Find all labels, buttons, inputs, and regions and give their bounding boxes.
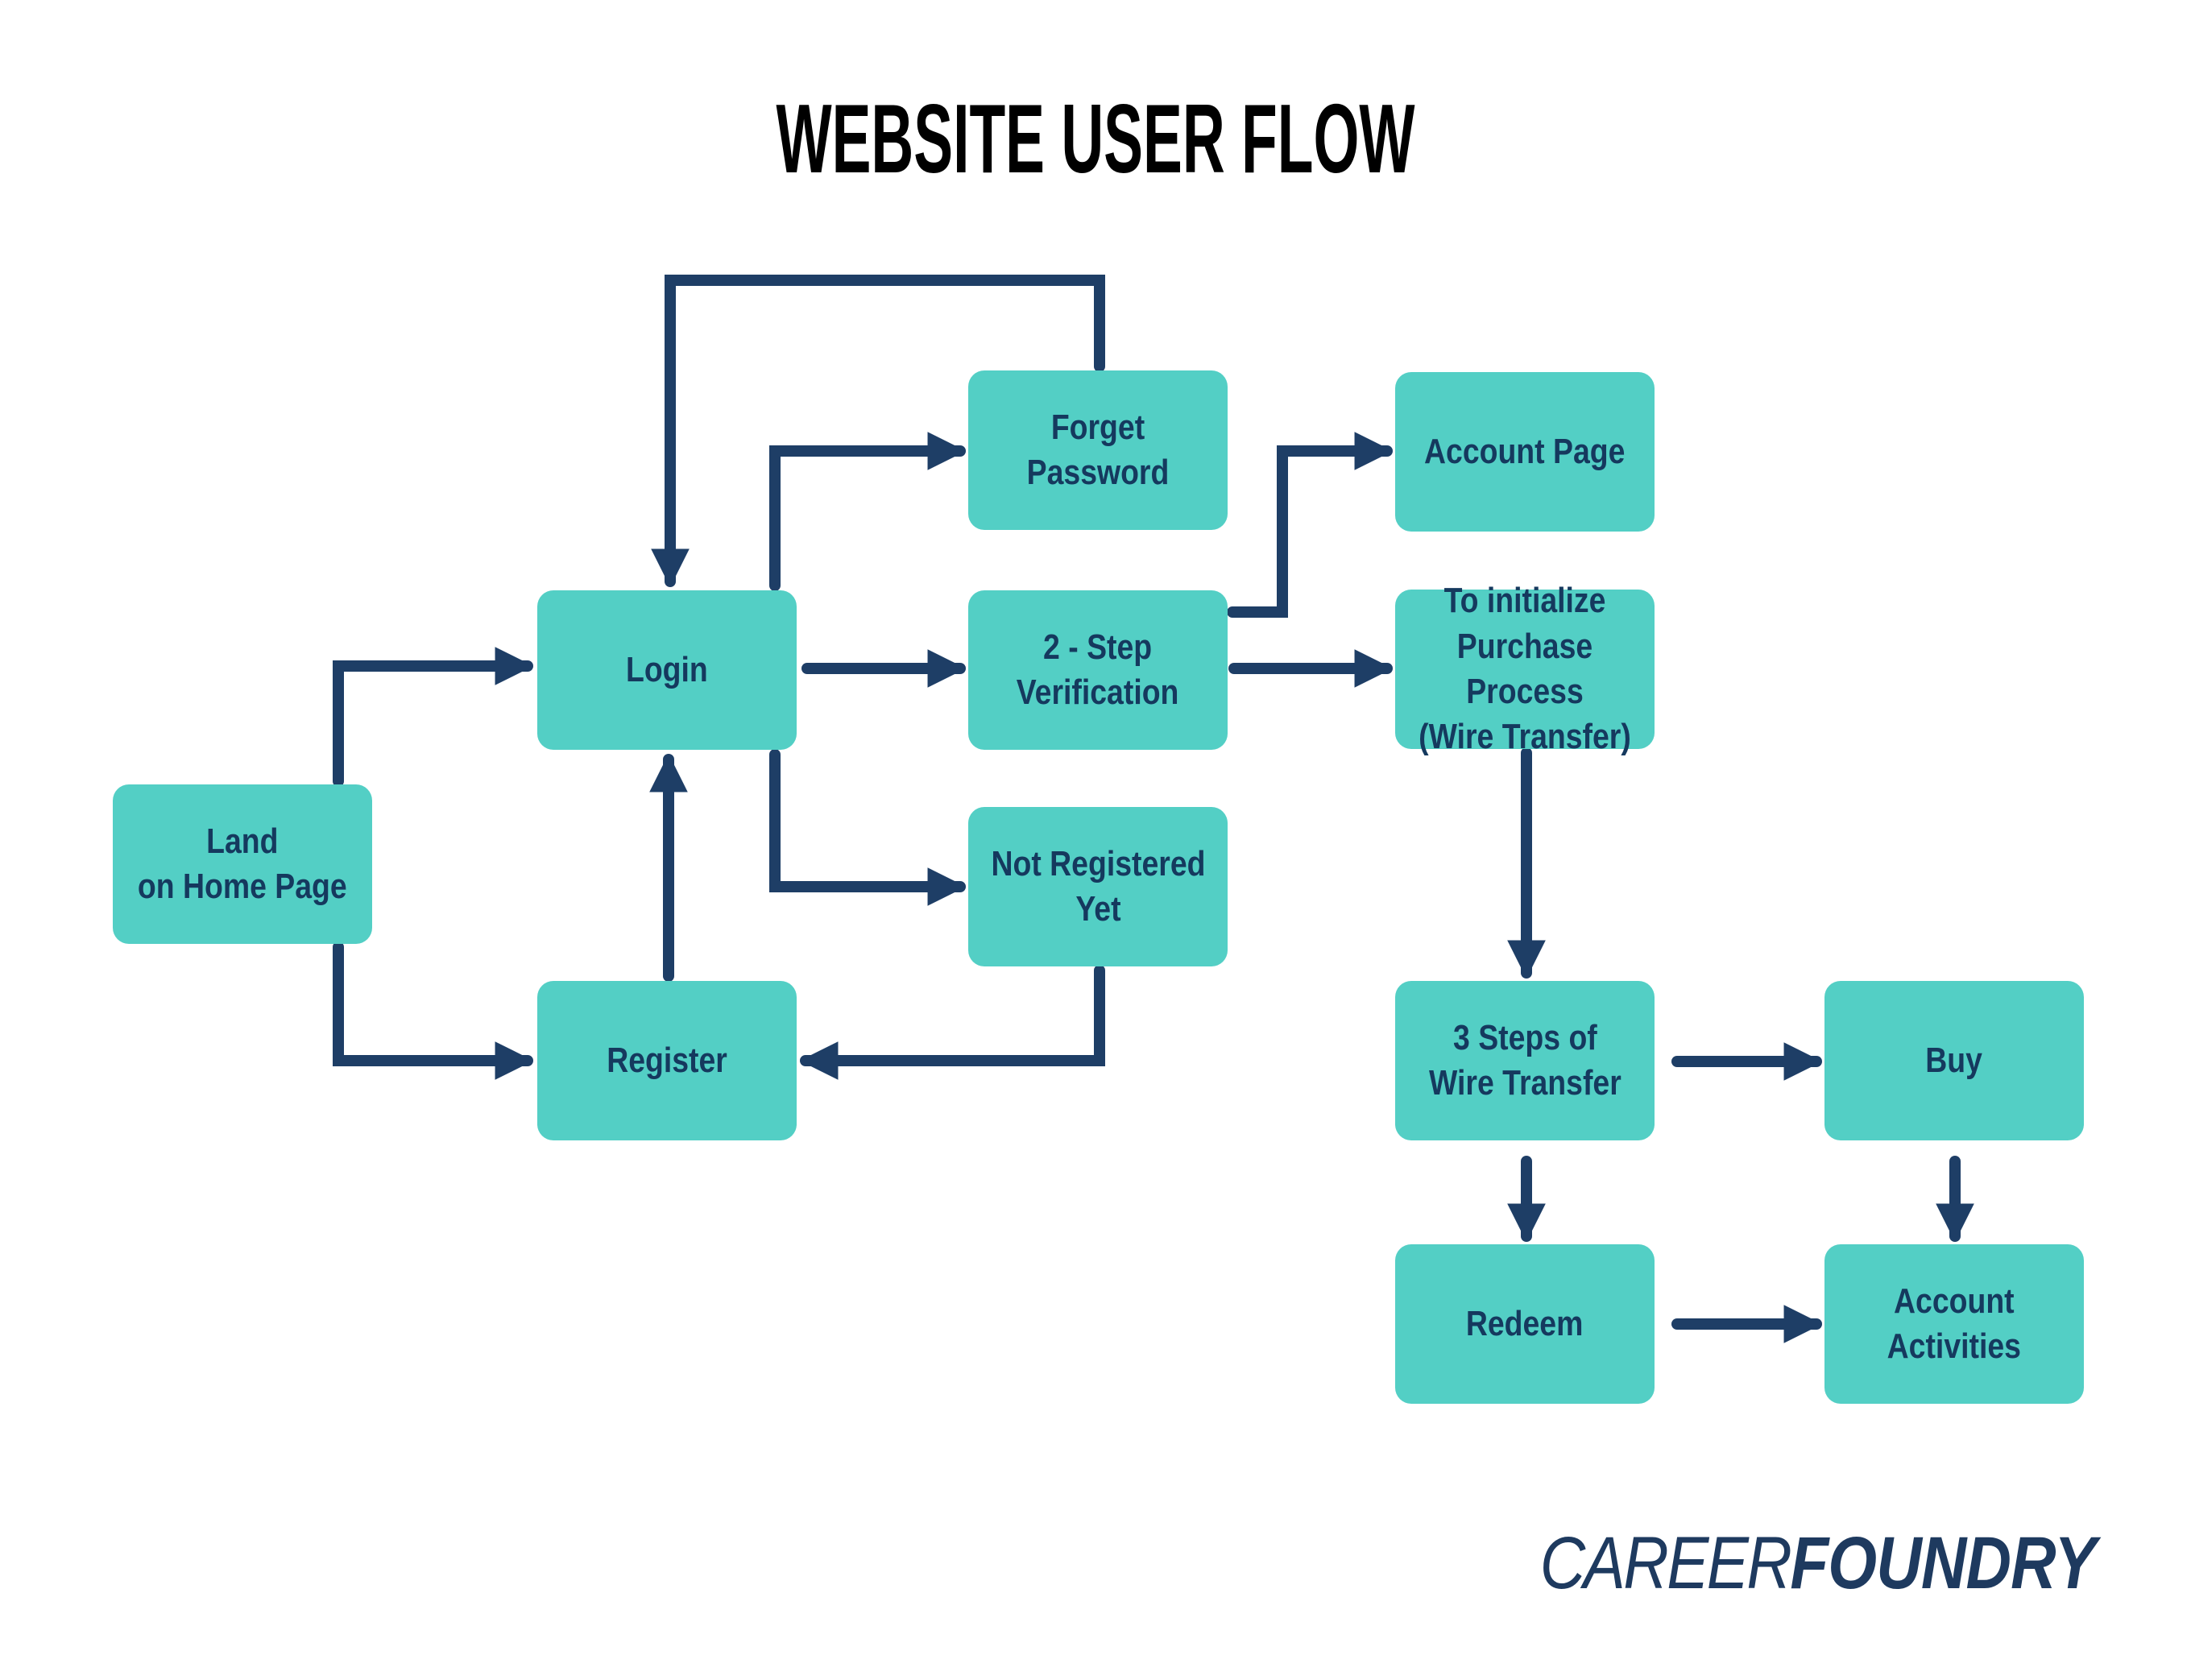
logo-foundry-text: FOUNDRY	[1790, 1522, 2097, 1604]
node-label-register: Register	[607, 1040, 727, 1080]
node-land-on-home-page: Land on Home Page	[113, 784, 372, 944]
careerfoundry-logo: CAREERFOUNDRY	[1540, 1526, 2097, 1600]
edge-forget-password-to-login	[651, 275, 1105, 588]
node-label-forget-password: Forget Password	[1026, 407, 1170, 492]
edge-not-registered-yet-to-register	[799, 965, 1105, 1080]
edge-two-step-verification-to-account-page	[1227, 432, 1394, 618]
edge-land-on-home-page-to-login	[333, 647, 534, 787]
node-label-redeem: Redeem	[1466, 1303, 1584, 1343]
node-label-account-activities: Account Activities	[1887, 1281, 2022, 1366]
node-label-initialize-purchase: To initialize Purchase Process (Wire Tra…	[1419, 581, 1631, 757]
node-account-activities: Account Activities	[1824, 1244, 2084, 1404]
node-label-buy: Buy	[1925, 1040, 1983, 1080]
node-not-registered-yet: Not Registered Yet	[968, 807, 1228, 966]
edge-land-on-home-page-to-register	[333, 941, 534, 1080]
node-buy: Buy	[1824, 981, 2084, 1140]
node-register: Register	[537, 981, 797, 1140]
node-label-three-steps-wire-transfer: 3 Steps of Wire Transfer	[1428, 1017, 1622, 1103]
node-label-account-page: Account Page	[1424, 431, 1626, 471]
node-label-land-on-home-page: Land on Home Page	[138, 821, 347, 906]
node-three-steps-wire-transfer: 3 Steps of Wire Transfer	[1395, 981, 1655, 1140]
edge-login-to-forget-password	[769, 432, 967, 591]
node-label-two-step-verification: 2 - Step Verification	[1017, 627, 1179, 712]
diagram-title: WEBSITE USER FLOW	[776, 84, 1415, 193]
node-label-login: Login	[626, 649, 708, 689]
node-label-not-registered-yet: Not Registered Yet	[990, 843, 1205, 929]
node-initialize-purchase: To initialize Purchase Process (Wire Tra…	[1395, 581, 1655, 756]
edge-login-to-not-registered-yet	[769, 749, 967, 906]
node-redeem: Redeem	[1395, 1244, 1655, 1404]
node-login: Login	[537, 590, 797, 750]
logo-career-text: CAREER	[1540, 1522, 1792, 1604]
node-forget-password: Forget Password	[968, 370, 1228, 530]
node-two-step-verification: 2 - Step Verification	[968, 590, 1228, 750]
node-account-page: Account Page	[1395, 372, 1655, 532]
